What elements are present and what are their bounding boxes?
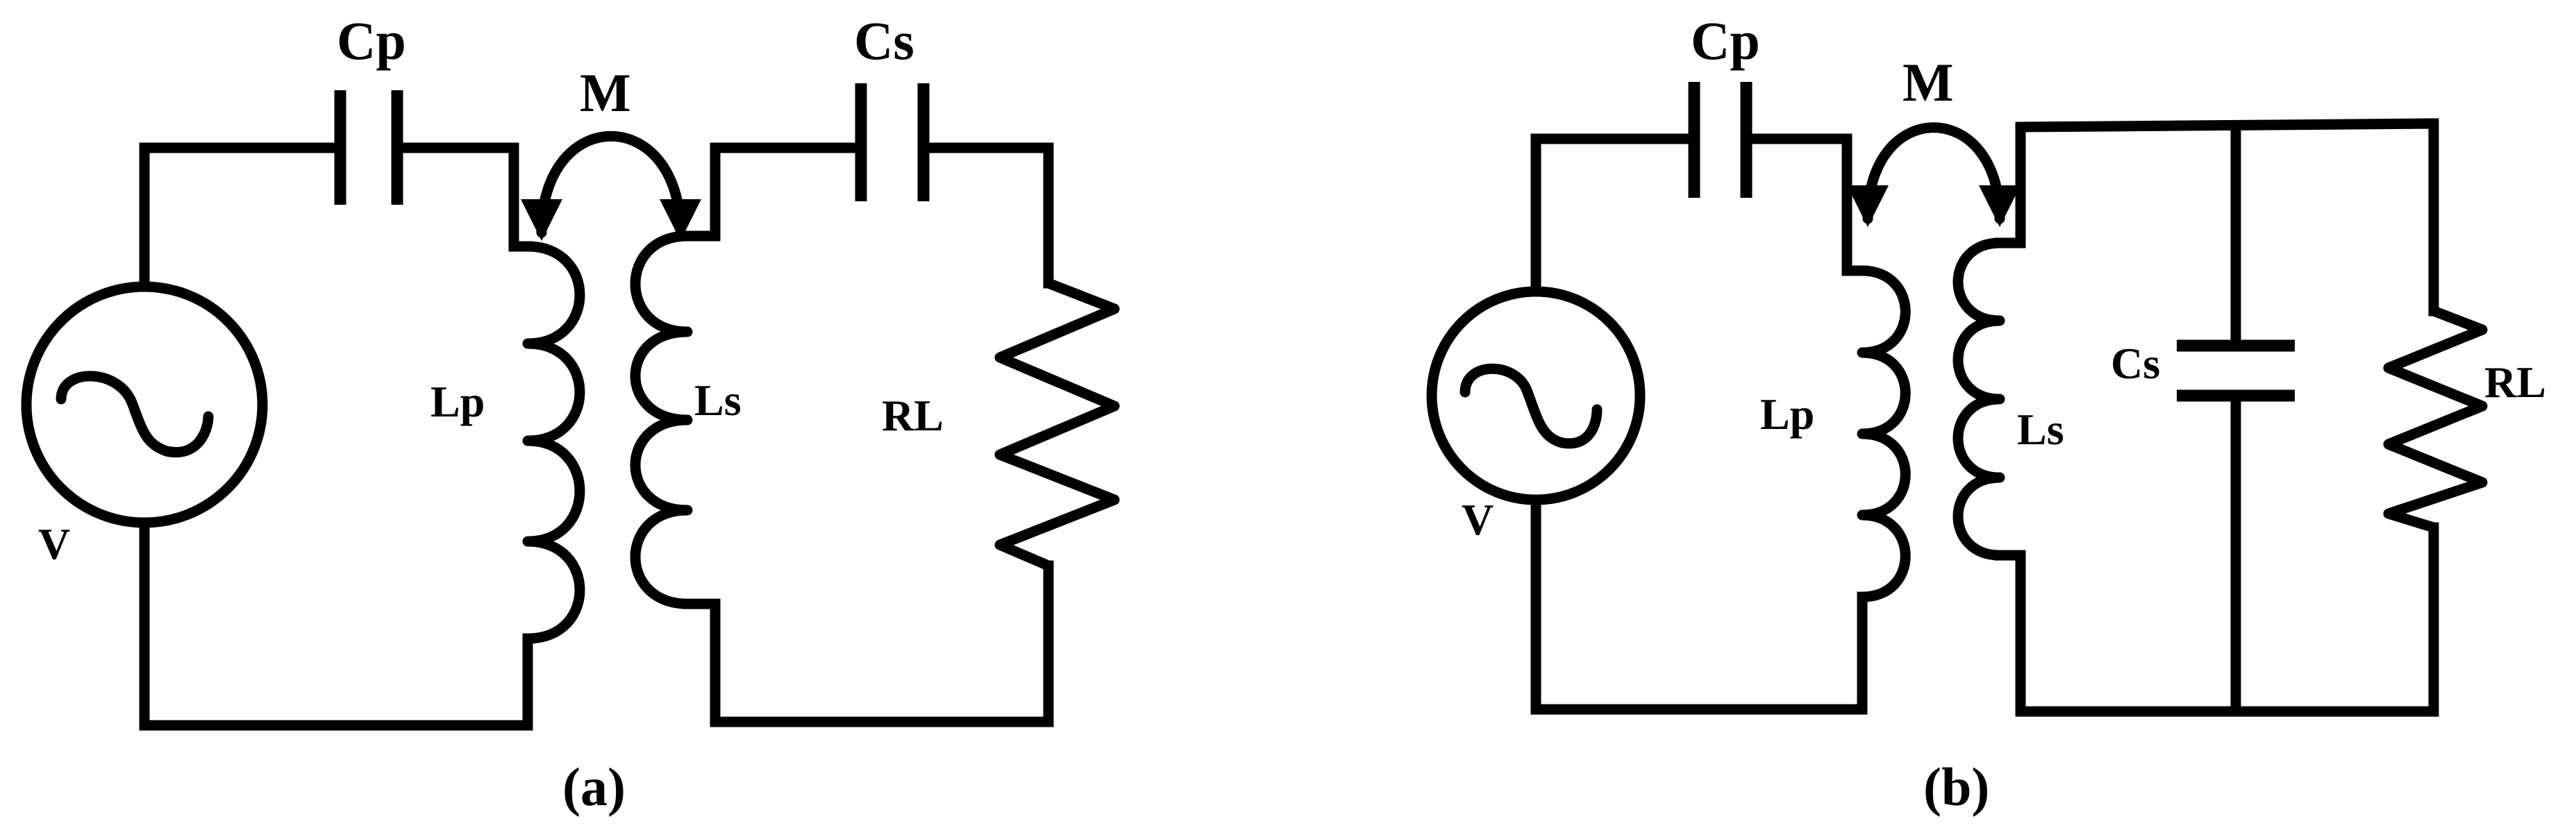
label-cs-b: Cs bbox=[2111, 339, 2160, 388]
label-v-b: V bbox=[1462, 495, 1494, 544]
wire-b-bottom-secondary bbox=[1994, 522, 2439, 717]
wire-b-cp-to-lp bbox=[1741, 133, 1868, 276]
wire-a-top-left bbox=[139, 142, 346, 292]
wire-a-bottom-secondary bbox=[682, 560, 1054, 727]
capacitor-cp-a bbox=[334, 90, 403, 205]
resistor-rl-b bbox=[2383, 305, 2488, 533]
label-cp-b: Cp bbox=[1691, 10, 1760, 71]
wires-b bbox=[1530, 118, 2439, 717]
label-rl-b: RL bbox=[2484, 357, 2546, 407]
label-ls-b: Ls bbox=[2017, 405, 2064, 454]
mutual-arrow-a bbox=[521, 130, 701, 241]
capacitor-cp-b bbox=[1688, 82, 1753, 198]
wire-b-bottom-primary bbox=[1530, 494, 1868, 715]
label-rl-a: RL bbox=[882, 391, 944, 440]
wire-a-cp-to-lp bbox=[392, 142, 533, 252]
sine-wave-icon bbox=[1460, 363, 1603, 449]
sine-wave-icon bbox=[56, 371, 214, 458]
capacitor-cs-b bbox=[2177, 339, 2295, 402]
ac-source-b bbox=[1426, 286, 1646, 505]
caption-a: (a) bbox=[562, 757, 626, 817]
wire-a-cs-to-rl bbox=[918, 142, 1054, 289]
wire-b-top-left bbox=[1530, 133, 1700, 297]
source-circle-a bbox=[21, 281, 268, 528]
wires-a bbox=[139, 142, 1054, 731]
label-cs-a: Cs bbox=[854, 10, 914, 71]
label-lp-b: Lp bbox=[1760, 389, 1814, 439]
wire-a-ls-to-cs bbox=[682, 142, 867, 242]
label-v-a: V bbox=[38, 519, 70, 568]
wire-a-bottom-primary bbox=[139, 517, 533, 731]
label-ls-a: Ls bbox=[694, 376, 742, 425]
figure-a: Cp M Cs Lp Ls RL V (a) bbox=[21, 10, 1120, 817]
capacitor-cs-a bbox=[855, 83, 930, 201]
label-m-a: M bbox=[580, 62, 631, 123]
mutual-arrow-b bbox=[1847, 122, 2021, 227]
resistor-rl-a bbox=[994, 278, 1120, 571]
ac-source-a bbox=[21, 281, 268, 528]
label-lp-a: Lp bbox=[430, 377, 485, 426]
inductor-ls-b bbox=[1952, 237, 2005, 561]
inductor-lp-a bbox=[522, 241, 585, 644]
inductor-ls-a bbox=[630, 230, 693, 609]
figure-b: Cp M Cs Lp Ls RL V (b) bbox=[1426, 10, 2546, 817]
label-cp-a: Cp bbox=[337, 10, 406, 71]
label-m-b: M bbox=[1902, 52, 1954, 112]
wire-b-top-secondary bbox=[1994, 118, 2439, 317]
inductor-lp-b bbox=[1857, 265, 1911, 602]
caption-b: (b) bbox=[1923, 757, 1989, 817]
